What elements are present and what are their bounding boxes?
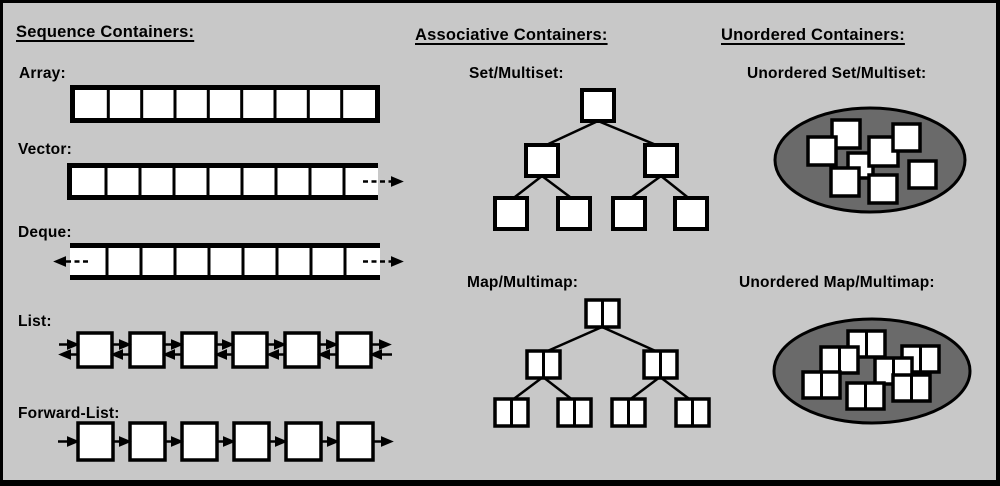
list-diagram xyxy=(58,331,392,369)
unordered-set-elements xyxy=(806,118,938,205)
label-vector: Vector: xyxy=(18,141,72,158)
heading-sequence-containers: Sequence Containers: xyxy=(16,23,195,41)
unordered-map-bucket xyxy=(772,317,972,425)
vector-rails xyxy=(67,163,378,200)
array-outline xyxy=(70,85,380,123)
set-tree-nodes xyxy=(493,88,709,231)
deque-rails xyxy=(70,243,380,280)
label-deque: Deque: xyxy=(18,224,72,241)
label-map-multimap: Map/Multimap: xyxy=(467,274,579,291)
label-list: List: xyxy=(18,313,52,330)
map-tree-nodes xyxy=(493,298,711,428)
forward-list-diagram xyxy=(58,421,394,462)
deque-diagram xyxy=(53,243,404,280)
map-tree-edges xyxy=(510,325,693,402)
heading-unordered-containers: Unordered Containers: xyxy=(721,26,905,44)
label-unordered-map-multimap: Unordered Map/Multimap: xyxy=(739,274,935,291)
list-node-boxes xyxy=(76,331,373,369)
unordered-map-elements xyxy=(801,329,941,411)
map-multimap-tree xyxy=(493,298,711,428)
set-multiset-tree xyxy=(493,88,709,231)
label-forward-list: Forward-List: xyxy=(18,405,120,422)
label-array: Array: xyxy=(19,65,66,82)
deque-cell-dividers xyxy=(105,246,347,277)
vector-diagram xyxy=(67,163,404,200)
vector-interior xyxy=(70,167,378,196)
unordered-set-bucket xyxy=(773,106,967,214)
heading-associative-containers: Associative Containers: xyxy=(415,26,608,44)
label-set-multiset: Set/Multiset: xyxy=(469,65,564,82)
deque-interior xyxy=(70,248,380,275)
array-cell-dividers xyxy=(106,86,344,122)
array-diagram xyxy=(70,85,380,123)
label-unordered-set-multiset: Unordered Set/Multiset: xyxy=(747,65,927,82)
vector-cell-dividers xyxy=(104,166,346,197)
